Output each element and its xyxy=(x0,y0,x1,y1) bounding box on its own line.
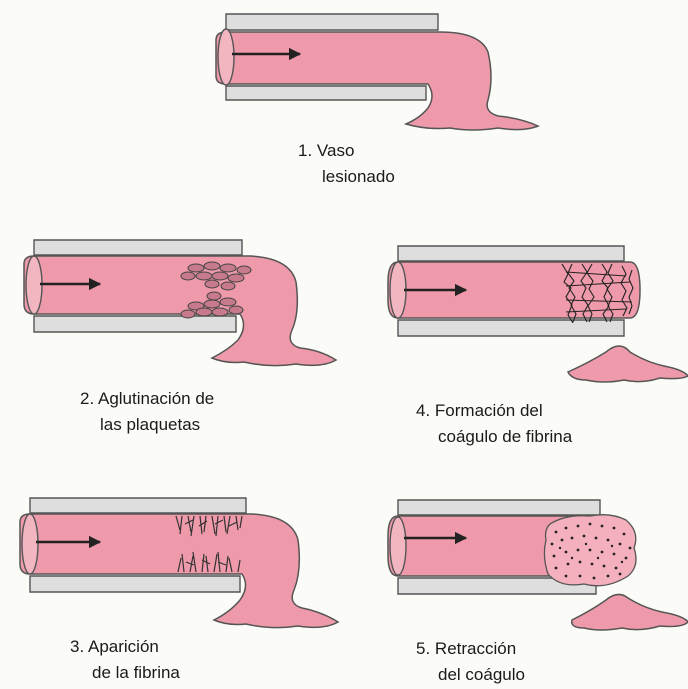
panel-1-injured-vessel xyxy=(216,14,538,130)
step-line-2: coágulo de fibrina xyxy=(416,424,572,450)
step-line-2: lesionado xyxy=(298,164,395,190)
step-line-1: Vaso xyxy=(317,141,355,160)
step-number: 2. xyxy=(80,389,94,408)
caption-step-1: 1. Vaso lesionado xyxy=(298,138,395,190)
step-number: 1. xyxy=(298,141,312,160)
step-line-2: las plaquetas xyxy=(80,412,214,438)
panel-3-fibrin-appearance xyxy=(20,498,338,628)
blood-flow xyxy=(20,514,338,628)
caption-step-5: 5. Retracción del coágulo xyxy=(416,636,525,688)
vessel-wall-upper xyxy=(226,14,438,30)
blood-pool xyxy=(568,346,688,382)
vessel-wall-lower xyxy=(226,86,426,100)
step-number: 5. xyxy=(416,639,430,658)
blood-flow xyxy=(24,256,336,366)
step-line-1: Retracción xyxy=(435,639,516,658)
panel-2-platelet-aggregation xyxy=(24,240,336,366)
step-number: 3. xyxy=(70,637,84,656)
step-number: 4. xyxy=(416,401,430,420)
panel-5-clot-retraction xyxy=(388,500,688,630)
step-line-2: de la fibrina xyxy=(70,660,180,686)
caption-step-2: 2. Aglutinación de las plaquetas xyxy=(80,386,214,438)
step-line-1: Aparición xyxy=(88,637,159,656)
step-line-2: del coágulo xyxy=(416,662,525,688)
caption-step-3: 3. Aparición de la fibrina xyxy=(70,634,180,686)
panel-4-fibrin-clot-formation xyxy=(388,246,688,382)
step-line-1: Formación del xyxy=(435,401,543,420)
blood-flow xyxy=(216,32,538,130)
step-line-1: Aglutinación de xyxy=(98,389,214,408)
caption-step-4: 4. Formación del coágulo de fibrina xyxy=(416,398,572,450)
blood-pool xyxy=(572,594,688,630)
